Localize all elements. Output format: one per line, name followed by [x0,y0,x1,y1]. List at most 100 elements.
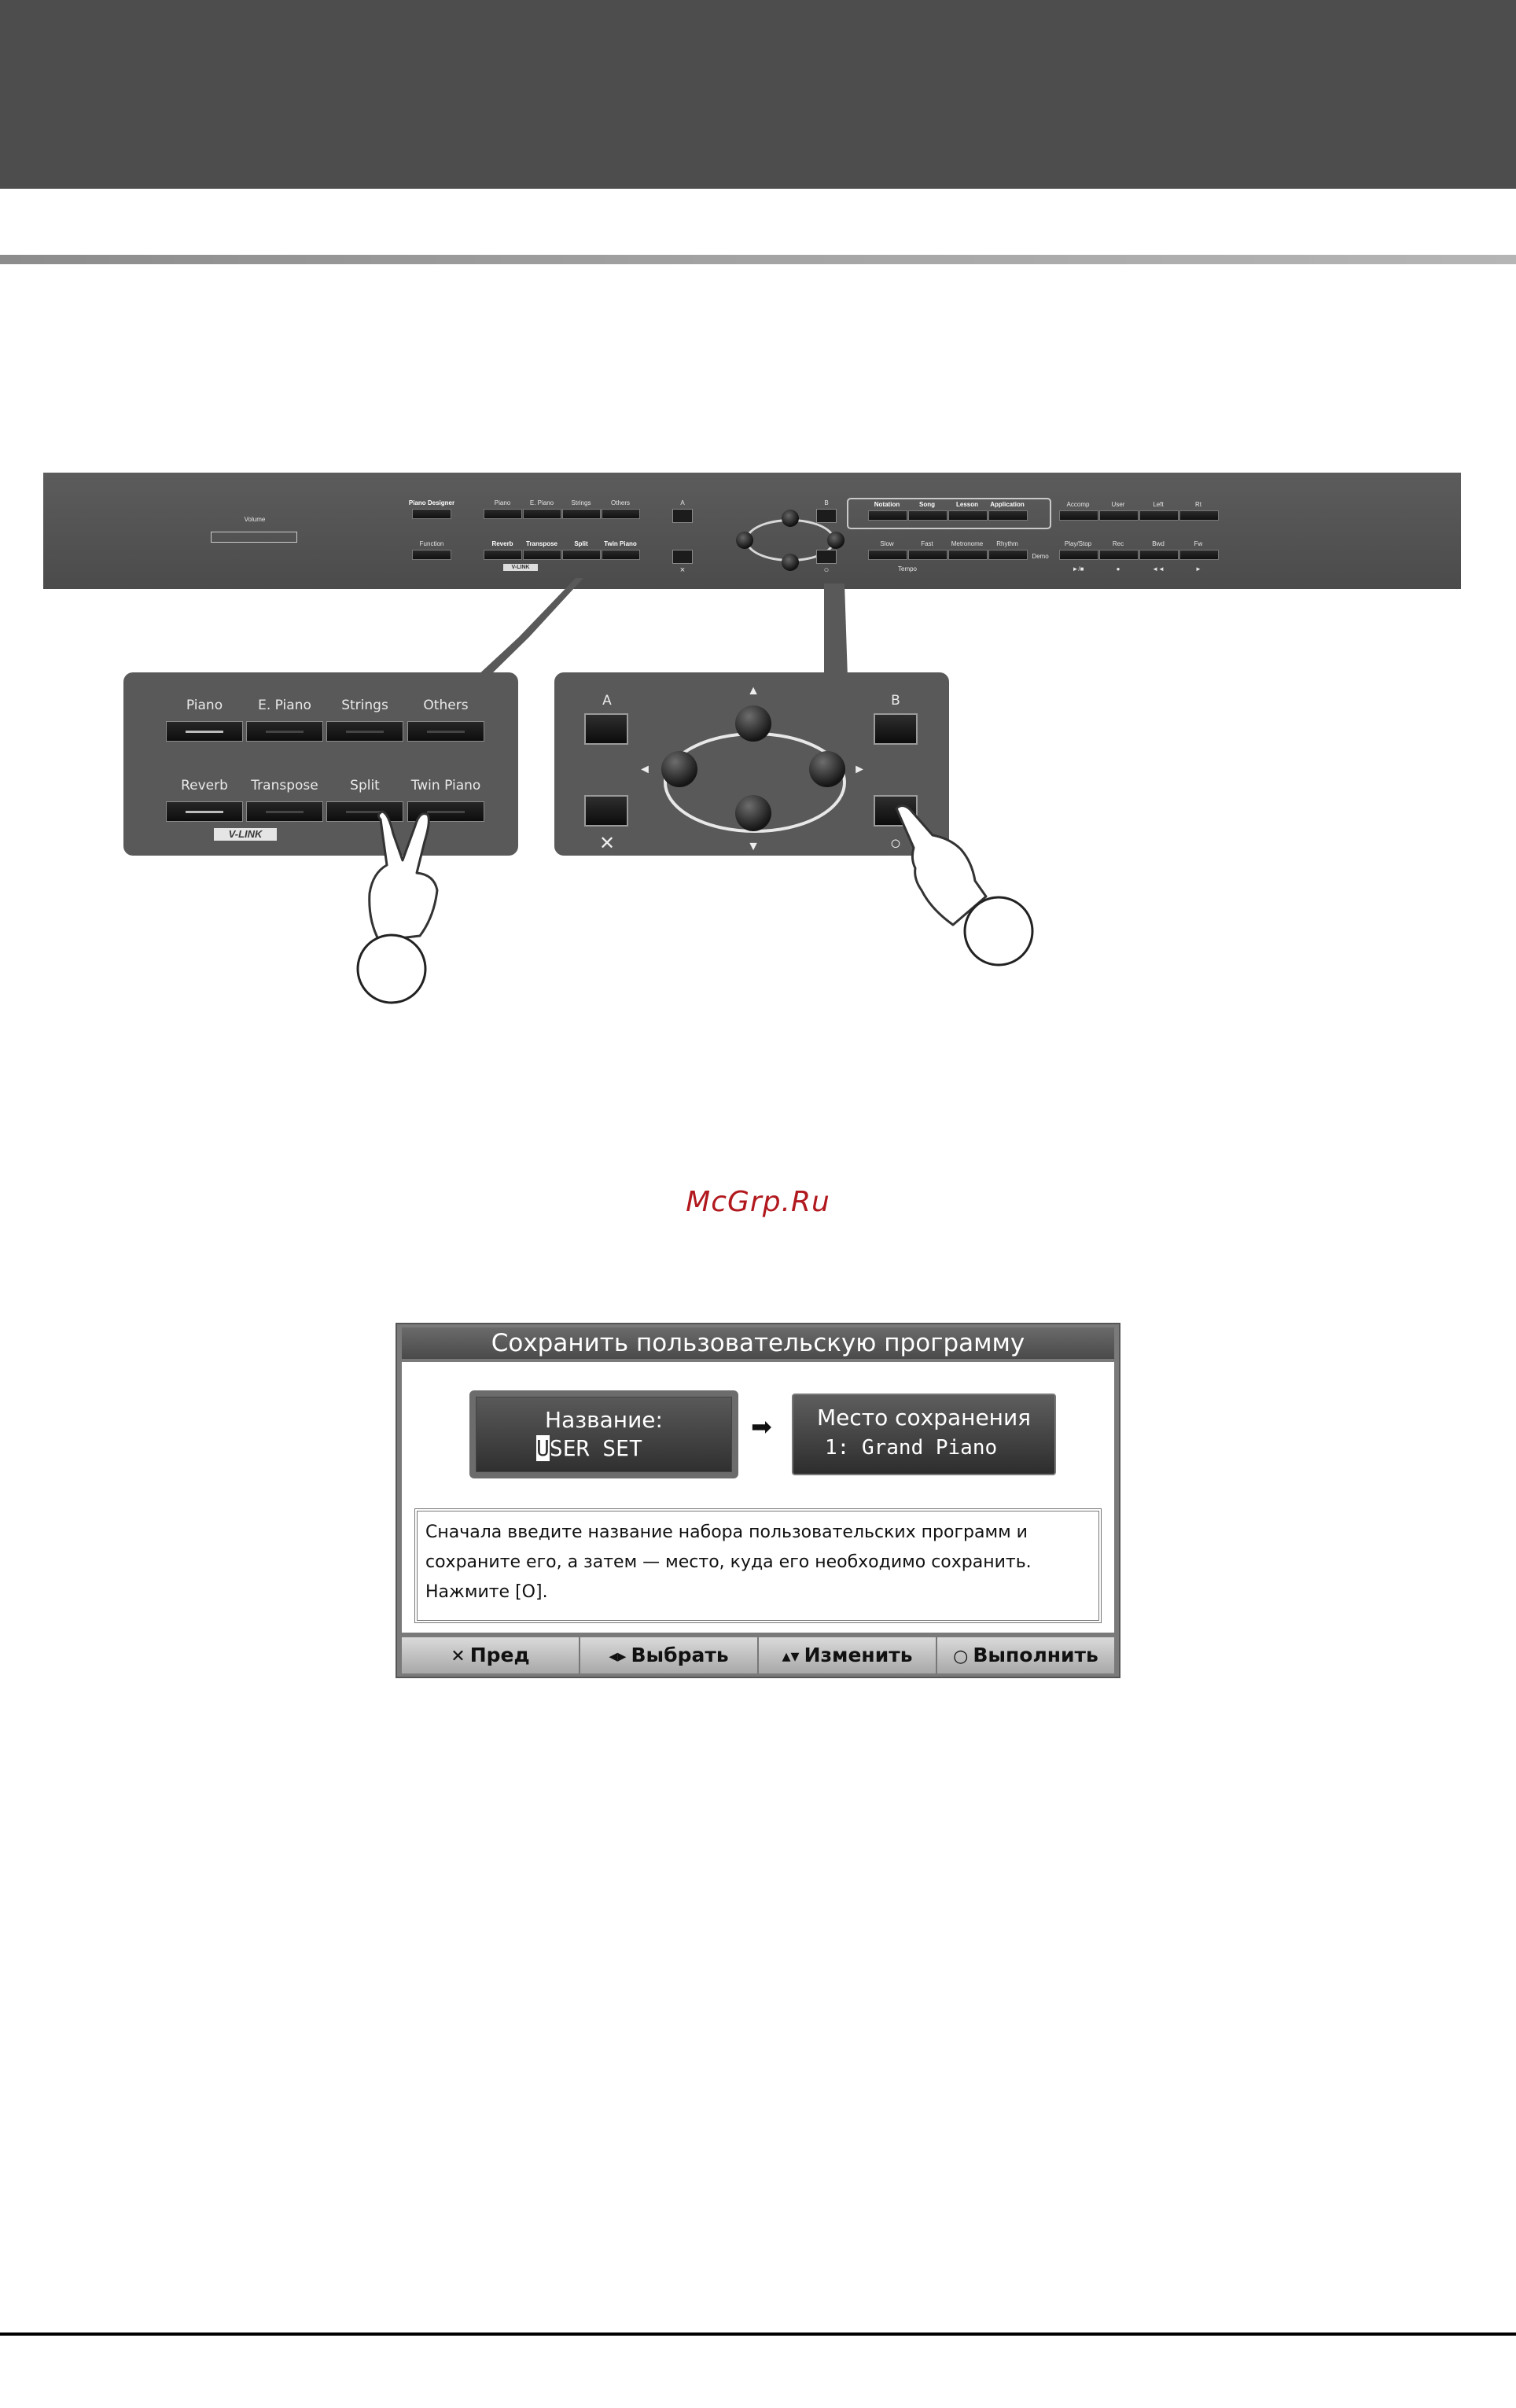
volume-slider[interactable] [211,532,297,543]
tone-label-piano: Piano [494,499,511,506]
callout-label-epiano: E. Piano [258,698,311,713]
prev-button[interactable]: ✕Пред [402,1637,580,1673]
callout-down-button[interactable] [735,795,771,831]
group-label-song: Song [919,501,935,508]
others-button[interactable] [602,509,640,519]
callout-label-piano: Piano [186,698,223,713]
tone-label-strings: Strings [571,499,591,506]
left-right-arrows-icon: ◂▸ [609,1647,627,1666]
o-button[interactable] [816,550,837,564]
up-arrow-icon: ▲ [747,684,760,698]
accomp-button[interactable] [1059,510,1098,521]
tone-label-twin-piano: Twin Piano [604,540,637,547]
volume-label: Volume [244,516,266,523]
b-label: B [824,499,829,506]
piano-designer-button[interactable] [412,509,451,519]
change-button[interactable]: ▴▾Изменить [759,1637,937,1673]
callout-reverb-button[interactable] [166,801,243,822]
user-button[interactable] [1099,510,1139,521]
cursor-buttons-callout: A ✕ ▲ ▼ ◄ ► B ○ [554,672,949,856]
lesson-button[interactable] [948,510,988,521]
select-label: Выбрать [631,1644,729,1666]
tone-label-transpose: Transpose [525,540,558,547]
rhythm-label: Rhythm [996,540,1018,547]
name-label: Название: [545,1407,663,1433]
x-icon: ✕ [451,1647,465,1666]
piano-designer-label: Piano Designer [408,499,455,506]
watermark: McGrp.Ru [686,1186,830,1218]
select-button[interactable]: ◂▸Выбрать [580,1637,759,1673]
callout-b-button[interactable] [874,713,918,745]
instrument-panel: Volume Piano Designer Function Piano E. … [43,473,1461,589]
callout-others-button[interactable] [407,721,484,742]
callout-a-button[interactable] [584,713,628,745]
two-finger-hand-icon [368,810,439,942]
a-label: A [680,499,685,506]
strings-button[interactable] [562,509,601,519]
callout-transpose-button[interactable] [246,801,323,822]
rec-button[interactable] [1099,550,1139,560]
fwd-button[interactable] [1179,550,1219,560]
callout-up-button[interactable] [735,705,771,742]
transpose-button[interactable] [523,550,561,560]
callout-x-button[interactable] [584,795,628,827]
cursor-up-button[interactable] [782,510,799,527]
callout-connectors [475,578,848,678]
rec-icon: ● [1116,565,1120,573]
song-button[interactable] [908,510,948,521]
epiano-button[interactable] [523,509,561,519]
left-arrow-icon: ◄ [638,763,651,776]
a-button[interactable] [672,509,693,523]
step-circle-1 [356,933,427,1004]
callout-label-others: Others [423,698,469,713]
play-stop-label: Play/Stop [1064,540,1092,547]
callout-strings-button[interactable] [326,721,403,742]
text-cursor: U [536,1435,550,1461]
callout-left-button[interactable] [661,751,697,787]
vlink-logo: V-LINK [503,564,538,571]
split-button[interactable] [562,550,601,560]
bwd-button[interactable] [1139,550,1179,560]
right-arrow-icon: ➡ [751,1412,772,1441]
execute-label: Выполнить [973,1644,1098,1666]
rhythm-button[interactable] [988,550,1028,560]
right-button[interactable] [1179,510,1219,521]
notation-button[interactable] [868,510,907,521]
application-button[interactable] [988,510,1028,521]
callout-label-strings: Strings [341,698,388,713]
cursor-right-button[interactable] [827,532,844,549]
cursor-left-button[interactable] [736,532,753,549]
left-button[interactable] [1139,510,1179,521]
fast-button[interactable] [908,550,948,560]
metronome-button[interactable] [948,550,988,560]
callout-split-button[interactable] [326,801,403,822]
destination-label: Место сохранения [816,1405,1032,1430]
execute-button[interactable]: ○Выполнить [937,1637,1114,1673]
name-field[interactable]: Название: USER SET [469,1390,738,1478]
b-button[interactable] [816,509,837,523]
callout-piano-button[interactable] [166,721,243,742]
tempo-label: Tempo [897,565,918,573]
callout-o-icon: ○ [889,833,902,854]
tone-label-others: Others [610,499,631,506]
piano-button[interactable] [484,509,522,519]
screen-title: Сохранить пользовательскую программу [402,1327,1114,1359]
header-band [0,0,1516,189]
slow-button[interactable] [868,550,907,560]
section-divider [0,255,1516,264]
group-label-application: Application [990,501,1025,508]
twin-piano-button[interactable] [602,550,640,560]
callout-right-button[interactable] [809,751,845,787]
play-stop-button[interactable] [1059,550,1098,560]
x-button[interactable] [672,550,693,564]
name-value-rest: SER SET [549,1435,642,1461]
bwd-label: Bwd [1152,540,1165,547]
screen-body: Название: USER SET ➡ Место сохранения 1:… [402,1362,1114,1633]
change-label: Изменить [804,1644,913,1666]
cursor-down-button[interactable] [782,554,799,571]
destination-field[interactable]: Место сохранения 1: Grand Piano [792,1394,1056,1475]
reverb-button[interactable] [484,550,522,560]
lcd-screen: Сохранить пользовательскую программу Наз… [396,1323,1120,1678]
function-button[interactable] [412,550,451,560]
callout-epiano-button[interactable] [246,721,323,742]
